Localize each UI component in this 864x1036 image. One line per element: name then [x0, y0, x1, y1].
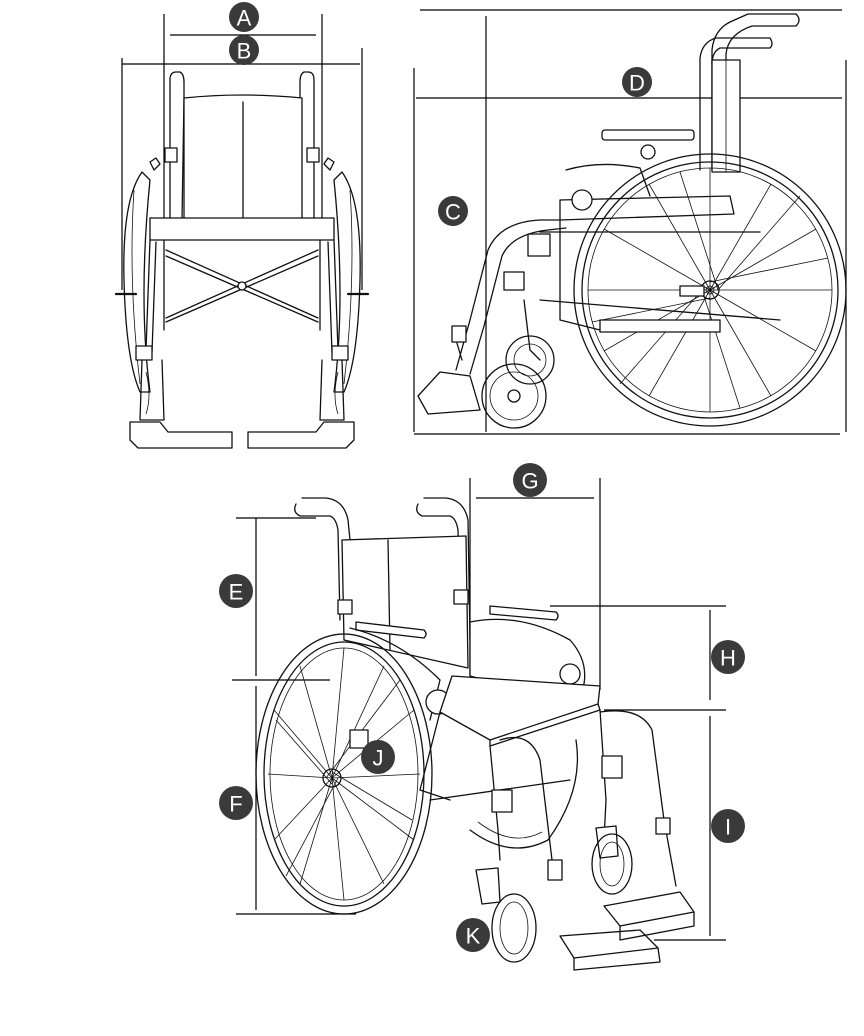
- side-view: [413, 9, 847, 435]
- label-badge-j: J: [361, 740, 395, 774]
- rear-wheel-spokes: [588, 168, 832, 412]
- label-badge-a: A: [229, 2, 259, 32]
- label-badge-h: H: [711, 640, 745, 674]
- label-badge-d: D: [622, 67, 652, 97]
- label-e: E: [229, 580, 244, 605]
- label-b: B: [237, 39, 252, 64]
- label-h: H: [720, 646, 736, 671]
- label-badge-b: B: [229, 35, 259, 65]
- label-g: G: [521, 469, 538, 494]
- label-a: A: [237, 6, 252, 31]
- label-c: C: [445, 200, 461, 225]
- perspective-view: [232, 478, 726, 971]
- label-badge-k: K: [456, 918, 490, 952]
- label-badge-f: F: [219, 786, 253, 820]
- label-k: K: [466, 924, 481, 949]
- label-d: D: [629, 71, 645, 96]
- label-i: I: [725, 815, 731, 840]
- front-view: [114, 14, 370, 449]
- label-j: J: [373, 746, 384, 771]
- label-badge-g: G: [513, 463, 547, 497]
- label-badge-c: C: [438, 196, 468, 226]
- label-badge-i: I: [711, 809, 745, 843]
- label-badge-e: E: [219, 574, 253, 608]
- left-wheel-spokes: [267, 647, 421, 901]
- label-f: F: [229, 792, 242, 817]
